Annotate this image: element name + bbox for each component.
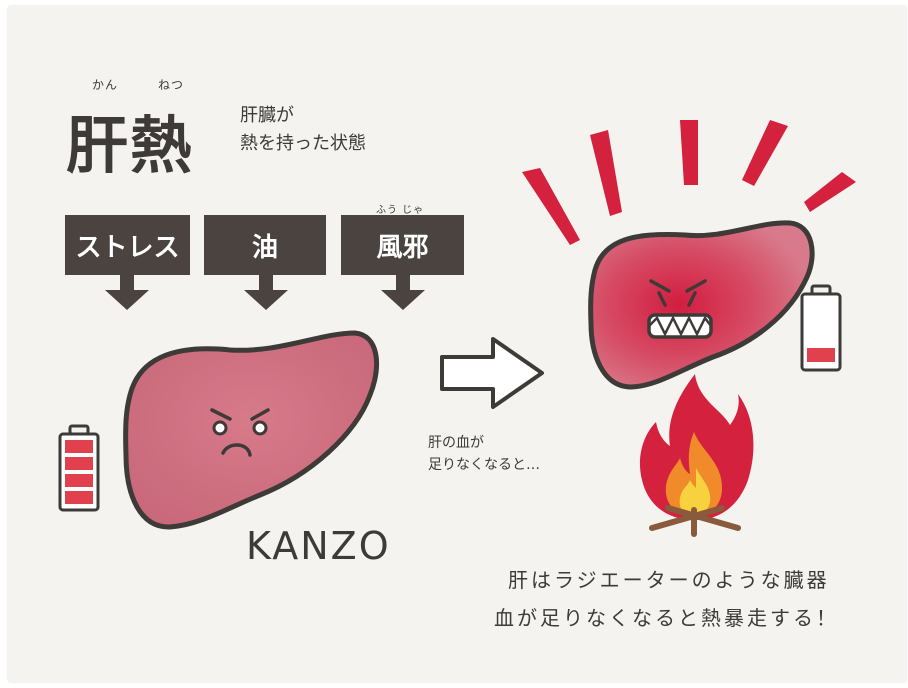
battery-low-icon <box>800 284 842 372</box>
liver-label: KANZO <box>246 524 391 568</box>
cause-box-cold: 風邪 <box>341 215 464 275</box>
liver-sad-illustration <box>123 330 380 530</box>
cause-box-stress: ストレス <box>65 215 190 275</box>
down-arrow-icon <box>381 275 425 310</box>
page-title: 肝熱 <box>66 109 195 182</box>
bottom-text-line-1: 肝はラジエーターのような臓器 <box>508 568 830 592</box>
down-arrow-icon <box>244 275 288 310</box>
battery-full-icon <box>58 424 100 512</box>
cause-box-oil: 油 <box>204 215 326 275</box>
down-arrow-icon <box>105 275 149 310</box>
arrow-note: 肝の血が 足りなくなると… <box>428 435 540 473</box>
bottom-text-line-2: 血が足りなくなると熱暴走する！ <box>494 606 839 630</box>
liver-angry-illustration <box>588 220 815 390</box>
title-ruby-right: ねつ <box>158 78 185 92</box>
heat-rays-icon <box>522 120 856 245</box>
title-ruby-left: かん <box>92 78 119 92</box>
illustration-card <box>8 6 906 682</box>
campfire-icon <box>639 374 754 537</box>
page-subtitle: 肝臓が 熱を持った状態 <box>240 105 366 154</box>
right-arrow-icon <box>440 337 544 409</box>
cause-ruby-cold: ふう じゃ <box>376 205 425 216</box>
